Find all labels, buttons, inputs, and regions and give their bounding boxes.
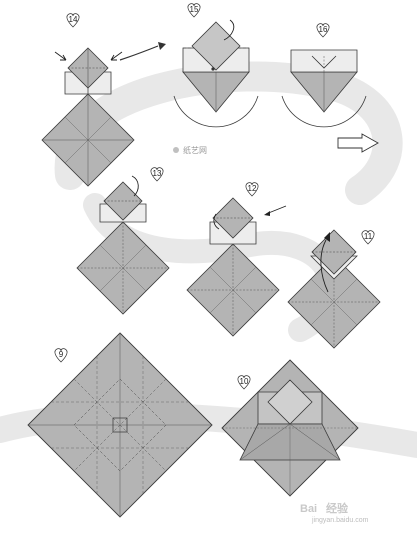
watermark-text: 纸艺网 bbox=[183, 145, 207, 155]
step-number-16: 16 bbox=[319, 25, 328, 34]
step-label-14: 14 bbox=[66, 13, 80, 28]
step-label-9: 9 bbox=[54, 348, 68, 363]
arrow-next-right bbox=[337, 133, 379, 153]
step-number-13: 13 bbox=[153, 169, 162, 178]
step-number-9: 9 bbox=[59, 350, 64, 359]
step-label-16: 16 bbox=[316, 23, 330, 38]
corner-logo-sub: jingyan.baidu.com bbox=[311, 517, 369, 524]
step-number-15: 15 bbox=[190, 5, 199, 14]
corner-logo-suffix: 经验 bbox=[326, 501, 349, 515]
step-label-12: 12 bbox=[245, 182, 259, 197]
arrow-next-top bbox=[119, 42, 166, 61]
step-number-14: 14 bbox=[69, 15, 78, 24]
step-number-12: 12 bbox=[248, 184, 257, 193]
step-13-diagram bbox=[76, 175, 170, 315]
corner-logo: Bai 经验 jingyan.baidu.com bbox=[300, 501, 369, 524]
step-10-diagram bbox=[221, 359, 359, 497]
step-label-15: 15 bbox=[187, 3, 201, 18]
step-9-diagram bbox=[27, 332, 213, 518]
step-label-13: 13 bbox=[150, 167, 164, 182]
step-14-diagram bbox=[41, 47, 135, 187]
step-11-diagram bbox=[287, 229, 381, 349]
step-label-10: 10 bbox=[237, 375, 251, 390]
step-label-11: 11 bbox=[361, 230, 375, 245]
step-15-diagram bbox=[173, 19, 259, 128]
watermark: 纸艺网 bbox=[173, 145, 207, 155]
corner-logo-text: Bai bbox=[300, 503, 317, 515]
step-12-diagram bbox=[186, 197, 287, 337]
step-16-diagram bbox=[281, 49, 367, 128]
step-number-10: 10 bbox=[240, 377, 249, 386]
step-number-11: 11 bbox=[364, 232, 373, 241]
